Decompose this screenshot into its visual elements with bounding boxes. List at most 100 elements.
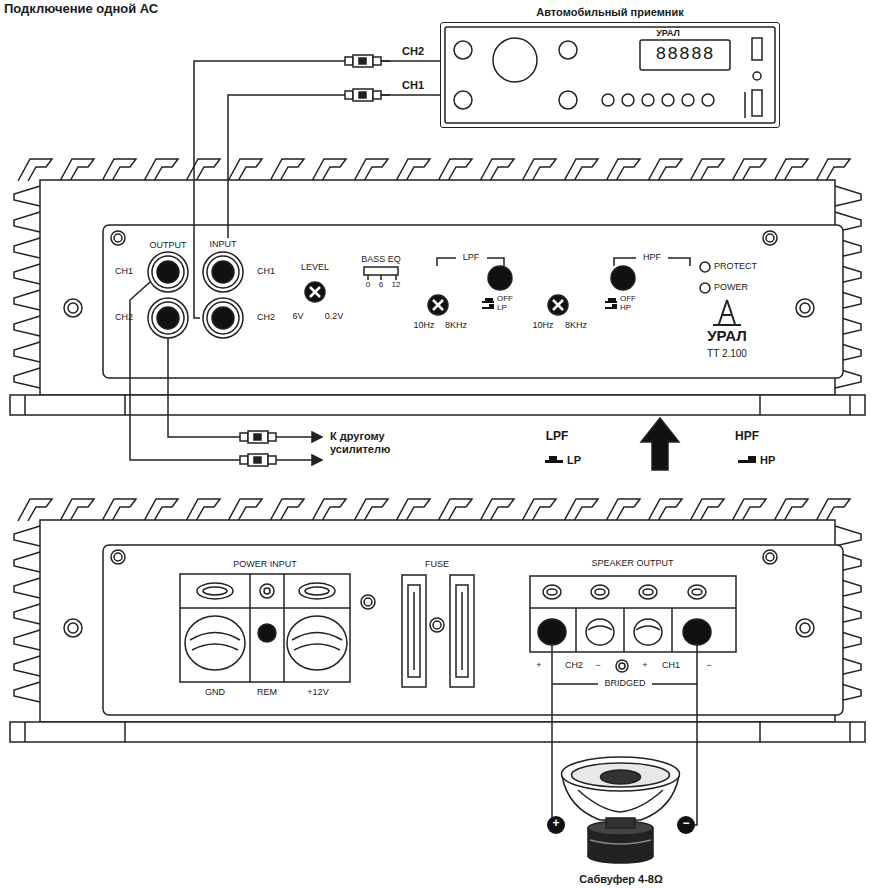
text-label: CH1: [257, 266, 275, 276]
subwoofer: Сабвуфер 4-8Ω: [560, 748, 682, 888]
drawing-stroke: [616, 660, 628, 672]
drawing-stroke: [759, 395, 761, 415]
drawing-stroke: [345, 57, 353, 65]
drawing-stroke: [254, 457, 261, 463]
drawing-stroke: [588, 849, 653, 863]
text-label: CH2: [115, 312, 133, 322]
drawing-stroke: [203, 587, 227, 595]
drawing-stroke: [180, 574, 350, 682]
drawing-stroke: [800, 303, 810, 313]
drawing-stroke: [345, 91, 353, 99]
text-label: 10Hz: [413, 320, 434, 330]
drawing-stroke: [103, 545, 843, 715]
drawing-stroke: [454, 41, 472, 59]
drawing-stroke: [763, 550, 777, 564]
drawing-stroke: [353, 55, 373, 67]
drawing-stroke: [312, 499, 346, 521]
text-label: BRIDGED: [604, 678, 645, 688]
text-label: −: [595, 660, 600, 670]
drawing-stroke: [774, 159, 808, 181]
drawing-stroke: [748, 456, 756, 460]
drawing-stroke: [433, 621, 441, 629]
drawing-stroke: [228, 159, 262, 181]
drawing-stroke: [692, 589, 702, 595]
drawing-stroke: [283, 574, 285, 682]
drawing-stroke: [433, 300, 443, 310]
drawing-stroke: [643, 589, 653, 595]
drawing-stroke: [312, 432, 322, 442]
drawing-stroke: [14, 552, 40, 572]
subwoofer-terminals: [547, 816, 695, 834]
drawing-stroke: [292, 633, 342, 651]
drawing-stroke: [752, 38, 762, 60]
drawing-stroke: [124, 722, 126, 742]
text-label: 6V: [292, 311, 303, 321]
drawing-stroke: [124, 395, 126, 415]
drawing-stroke: [606, 818, 635, 828]
drawing-stroke: [64, 619, 82, 637]
drawing-stroke: [14, 212, 40, 232]
drawing-stroke: [744, 92, 746, 118]
drawing-stroke: [551, 645, 553, 655]
cable-connector: [194, 61, 440, 318]
drawing-stroke: [240, 431, 285, 443]
drawing-stroke: [543, 585, 561, 599]
drawing-stroke: [18, 499, 52, 521]
node-text: INPUT: [200, 239, 246, 249]
text-label: 10Hz: [532, 320, 553, 330]
drawing-stroke: [450, 575, 474, 687]
text-label: 88888: [655, 44, 714, 65]
drawing-stroke: [305, 282, 325, 302]
drawing-stroke: [816, 159, 850, 181]
text-label: OUTPUT: [150, 240, 187, 250]
text-label: CH2: [257, 312, 275, 322]
drawing-stroke: [738, 460, 756, 463]
drawing-stroke: [611, 266, 635, 290]
drawing-stroke: [438, 499, 472, 521]
text-label: OFF: [497, 294, 513, 303]
text-label: LPF: [546, 430, 569, 444]
drawing-stroke: [553, 300, 563, 310]
drawing-stroke: [493, 38, 537, 82]
text-label: К другому усилителю: [330, 430, 420, 456]
text-label: REM: [257, 687, 277, 697]
drawing-stroke: [240, 433, 248, 441]
drawing-stroke: [591, 585, 609, 599]
drawing-stroke: [157, 307, 179, 329]
drawing-stroke: [835, 186, 861, 206]
drawing-stroke: [14, 342, 40, 362]
drawing-stroke: [454, 91, 472, 109]
input-jack-group: INPUT: [200, 238, 246, 342]
node-text: Сабвуфер 4-8Ω: [560, 873, 682, 886]
drawing-stroke: [14, 368, 40, 388]
drawing-stroke: [480, 159, 514, 181]
drawing-stroke: [700, 283, 710, 293]
drawing-stroke: [796, 299, 814, 317]
drawing-stroke: [144, 159, 178, 181]
text-label: 0.2V: [325, 311, 344, 321]
drawing-stroke: [114, 553, 122, 561]
drawing-stroke: [381, 94, 390, 96]
drawing-stroke: [354, 499, 388, 521]
drawing-stroke: [264, 588, 270, 594]
drawing-stroke: [605, 307, 617, 309]
drawing-stroke: [368, 275, 396, 280]
drawing-stroke: [641, 418, 679, 470]
drawing-stroke: [14, 656, 40, 676]
drawing-stroke: [595, 589, 605, 595]
drawing-stroke: [14, 264, 40, 284]
drawing-stroke: [623, 608, 625, 652]
drawing-stroke: [148, 298, 188, 338]
drawing-stroke: [752, 90, 762, 116]
drawing-stroke: [180, 607, 350, 609]
drawing-stroke: [345, 89, 390, 101]
drawing-stroke: [268, 456, 276, 464]
node-text: SPEAKER OUTPUT: [525, 558, 740, 568]
drawing-stroke: [690, 499, 724, 521]
drawing-stroke: [662, 94, 674, 106]
drawing-stroke: [636, 626, 660, 630]
text-label: POWER INPUT: [233, 559, 297, 569]
drawing-stroke: [148, 252, 188, 292]
drawing-stroke: [60, 159, 94, 181]
